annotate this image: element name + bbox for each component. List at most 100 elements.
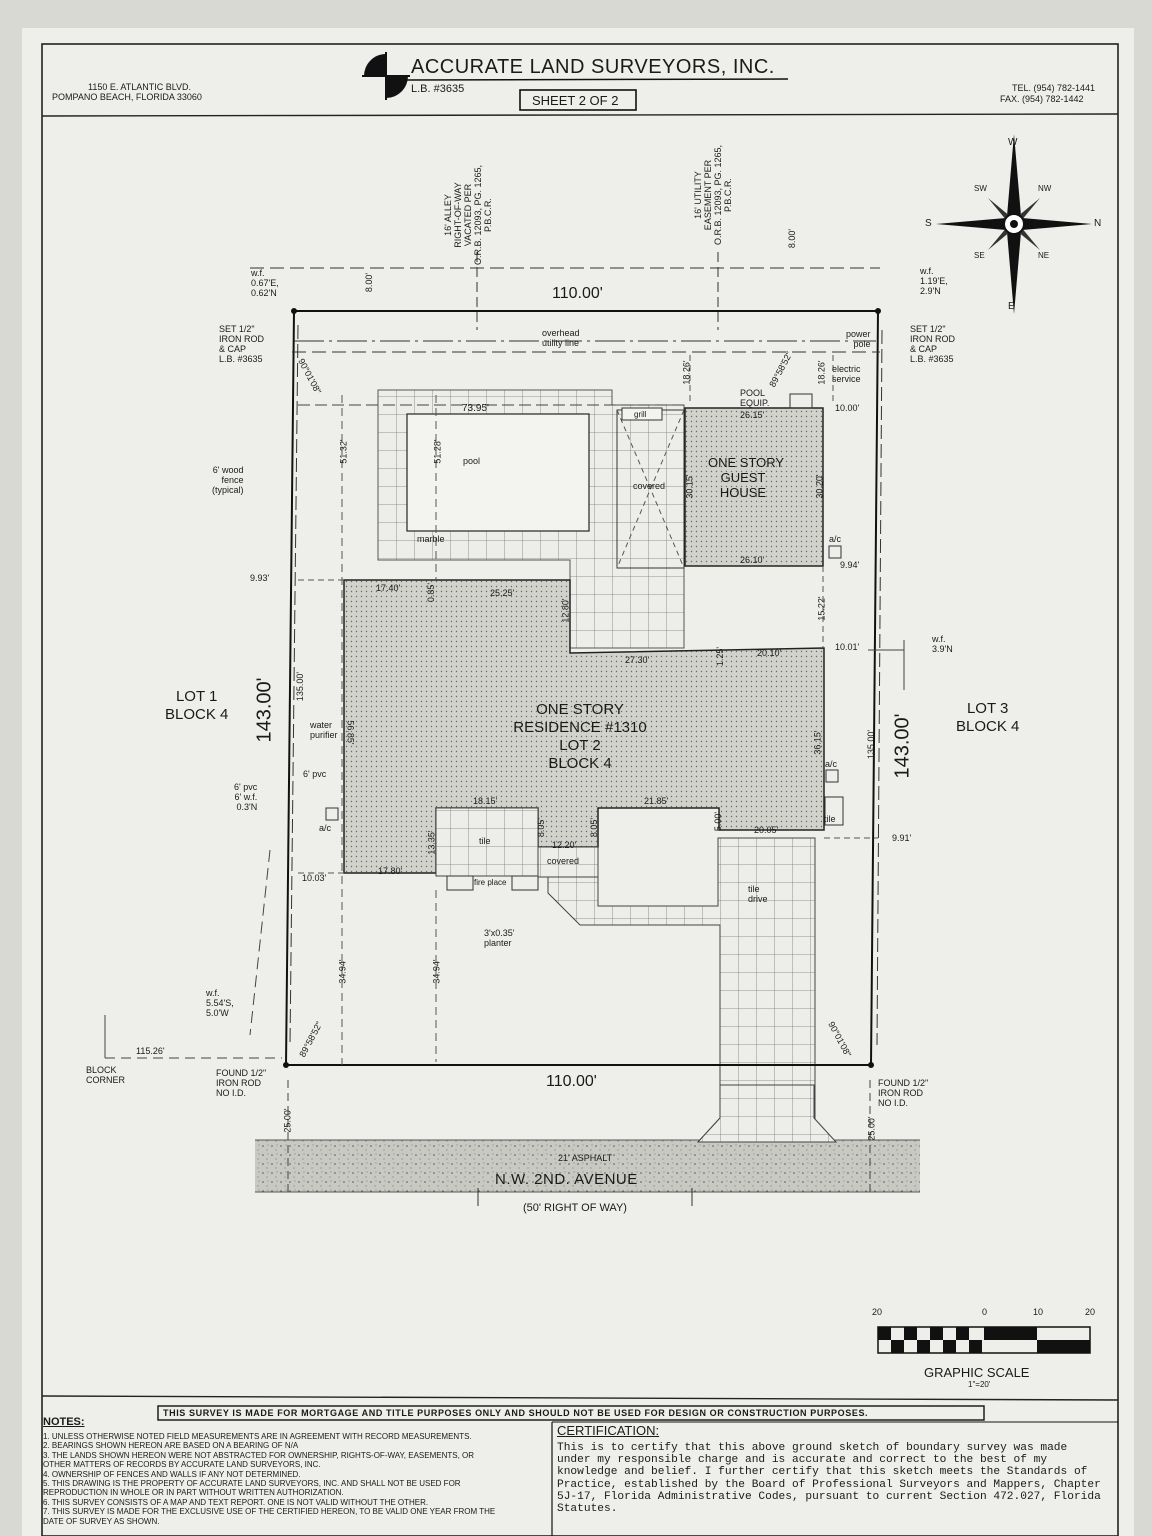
page-frame [41,43,1119,1536]
dim-10-00: 10.00' [835,403,860,413]
telephone: TEL. (954) 782-1441 [1012,83,1096,93]
notes-title: NOTES: [43,1416,85,1428]
dim-17-80: 17.80' [378,866,403,876]
dim-8-05-a: 8.05' [536,817,547,838]
dim-12-80: 12.80' [560,598,571,623]
ac-label-guest: a/c [829,534,842,544]
fax: FAX. (954) 782-1442 [1000,94,1084,104]
note-7b: DATE OF SURVEY AS SHOWN. [43,1516,160,1526]
compass-sw: SW [974,184,987,193]
dim-21-85: 21.85' [644,796,669,806]
graphic-scale-ratio: 1"=20' [968,1380,991,1389]
scale-tick-20-left: 20 [872,1307,883,1317]
dim-135-00-right: 135.00' [866,729,877,760]
road-asphalt [255,1140,920,1192]
note-5b: REPRODUCTION IN WHOLE OR IN PART WITHOUT… [43,1488,344,1498]
dim-20-05: 20.05' [754,825,779,835]
dim-8-00-right: 8.00' [787,228,798,249]
dim-26-10: 26.10' [740,555,765,565]
wf-top-right: w.f.1.19'E,2.9'N [920,266,948,296]
pvc-label: 6' pvc [303,769,327,779]
dim-34-94-a: 34.94' [337,959,348,984]
right-boundary-dimension: 143.00' [891,713,914,779]
company-logo [362,52,410,100]
dim-115-26: 115.26' [136,1046,165,1056]
grill-label: grill [634,410,647,419]
scale-tick-0: 0 [982,1307,988,1317]
note-5: 5. THIS DRAWING IS THE PROPERTY OF ACCUR… [43,1479,461,1489]
sheet-number: SHEET 2 OF 2 [532,93,619,108]
certification-title: CERTIFICATION: [557,1423,660,1438]
dim-25-00-left: 25.00' [282,1108,293,1133]
compass-n: N [1094,218,1102,229]
compass-e: E [1008,301,1015,312]
note-6: 6. THIS SURVEY CONSISTS OF A MAP AND TEX… [43,1497,429,1507]
note-3: 3. THE LANDS SHOWN HEREON WERE NOT ABSTR… [43,1450,475,1460]
dim-9-91: 9.91' [892,833,912,843]
scale-tick-20-right: 20 [1085,1307,1096,1317]
dim-15-22: 15.22' [816,596,827,621]
address-line1: 1150 E. ATLANTIC BLVD. [88,82,192,92]
company-name: ACCURATE LAND SURVEYORS, INC. [411,56,775,78]
compass-w: W [1008,137,1018,148]
compass-s: S [925,218,932,229]
dim-8-05-b: 8.05' [589,817,600,838]
dim-34-94-b: 34.94' [431,959,442,984]
dim-12-20: 12.20' [552,840,577,850]
bottom-boundary-dimension: 110.00' [546,1073,597,1090]
left-boundary-dimension: 143.00' [253,677,276,743]
dim-51-32: 51.32' [338,439,349,464]
pool [406,413,590,532]
note-3b: OTHER MATTERS OF RECORDS BY ACCURATE LAN… [43,1460,321,1470]
note-4: 4. OWNERSHIP OF FENCES AND WALLS IF ANY … [43,1469,301,1479]
wf-bottom-left: w.f.5.54'S,5.0'W [206,988,234,1018]
dim-10-03: 10.03' [302,873,327,883]
dim-10-01: 10.01' [835,642,860,652]
dim-51-28: 51.28' [432,439,443,464]
guest-house [684,407,824,567]
compass-rose [936,134,1092,314]
note-2: 2. BEARINGS SHOWN HEREON ARE BASED ON A … [43,1441,299,1451]
dim-25-00-right: 25.00' [866,1116,877,1141]
top-boundary-dimension: 110.00' [552,285,603,302]
ac-label-right: a/c [825,759,838,769]
dim-18-26-b: 18.26' [816,360,827,385]
fire-place-label: fire place [474,878,507,887]
dim-56-85: 56.85' [345,720,356,745]
tile-label-front: tile [479,836,491,846]
compass-se: SE [974,251,985,260]
dim-18-15: 18.15' [473,796,498,806]
graphic-scale-label: GRAPHIC SCALE [924,1365,1030,1380]
certification-body: This is to certify that this above groun… [557,1442,1101,1516]
ac-label-left: a/c [319,823,332,833]
dim-1-25: 1.25' [715,646,726,667]
dim-26-15: 26.15' [740,410,765,420]
dim-13-35: 13.35' [426,830,437,855]
street-name: N.W. 2ND. AVENUE [495,1171,638,1188]
wf-top-left: w.f.0.67'E,0.62'N [251,268,279,298]
asphalt-width: 21' ASPHALT [558,1153,613,1163]
dim-135-00-left: 135.00' [295,671,306,702]
planter-label: 3'x0.35'planter [484,928,515,948]
dim-9-94: 9.94' [840,560,860,570]
note-7: 7. THIS SURVEY IS MADE FOR THE EXCLUSIVE… [43,1507,496,1517]
covered-patio-label: covered [633,481,666,491]
marble-label: marble [417,534,445,544]
note-1: 1. UNLESS OTHERWISE NOTED FIELD MEASUREM… [43,1432,472,1441]
